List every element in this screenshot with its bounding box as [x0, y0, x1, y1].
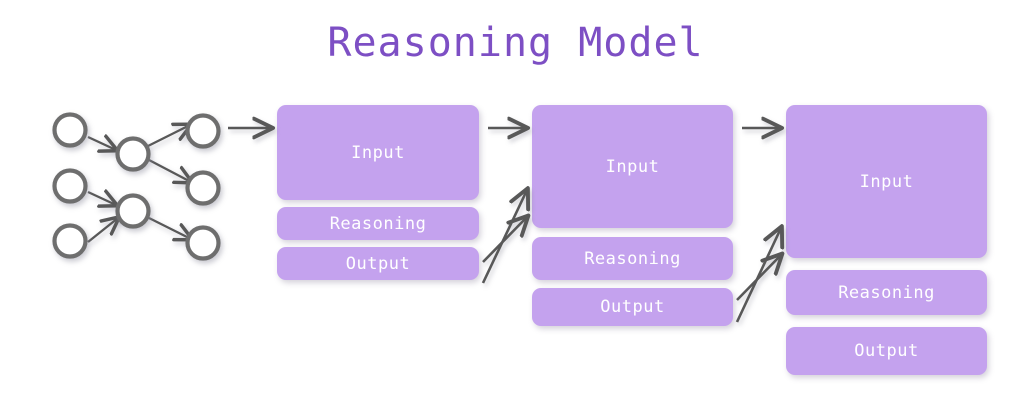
edge-input2-hidden2 [87, 192, 116, 205]
edge-input3-hidden2 [87, 218, 118, 243]
stage-2-input-box-label: Input [605, 156, 660, 177]
node-output-2 [185, 170, 221, 206]
stage-1-output-box[interactable]: Output [277, 247, 479, 280]
stage-3-reasoning-box[interactable]: Reasoning [786, 270, 987, 315]
stage-1-input-box[interactable]: Input [277, 105, 479, 200]
stage-1-input-box-label: Input [351, 142, 405, 163]
node-input-2 [52, 168, 88, 204]
edge-input1-hidden1 [87, 137, 116, 150]
page-title: Reasoning Model [327, 20, 704, 66]
arrow-stage1-output-to-stage2-input [482, 217, 527, 263]
stage-2-output-box[interactable]: Output [532, 288, 733, 326]
stage-1-output-box-label: Output [345, 253, 411, 274]
stage-3-output-box[interactable]: Output [786, 327, 987, 375]
node-output-1 [185, 113, 221, 149]
node-output-3 [185, 225, 221, 261]
edge-hidden2-output3 [148, 216, 191, 239]
stage-2-reasoning-box[interactable]: Reasoning [532, 237, 733, 280]
arrow-stage2-reasoning-to-stage3-input [735, 228, 781, 323]
stage-3-input-box[interactable]: Input [786, 105, 987, 258]
nn-edges [87, 125, 191, 243]
stage-3-reasoning-box-label: Reasoning [838, 282, 935, 303]
stage-1-reasoning-box-label: Reasoning [329, 213, 427, 234]
neural-network-icon [52, 112, 221, 261]
arrow-stage2-output-to-stage3-input [736, 255, 781, 301]
stage-2-input-box[interactable]: Input [532, 105, 733, 228]
node-input-1 [52, 112, 88, 148]
edge-hidden1-output1 [147, 125, 190, 148]
node-hidden-1 [115, 136, 151, 172]
stage-3-input-box-label: Input [859, 171, 914, 192]
stage-3-output-box-label: Output [854, 341, 919, 361]
node-hidden-2 [115, 193, 151, 229]
stage-2-output-box-label: Output [600, 297, 665, 317]
nn-nodes [52, 112, 221, 261]
stage-1-reasoning-box[interactable]: Reasoning [277, 207, 479, 240]
arrow-stage1-reasoning-to-stage2-input [481, 190, 527, 284]
node-input-3 [52, 223, 88, 259]
edge-hidden1-output2 [148, 158, 191, 182]
stage-2-reasoning-box-label: Reasoning [584, 248, 681, 269]
